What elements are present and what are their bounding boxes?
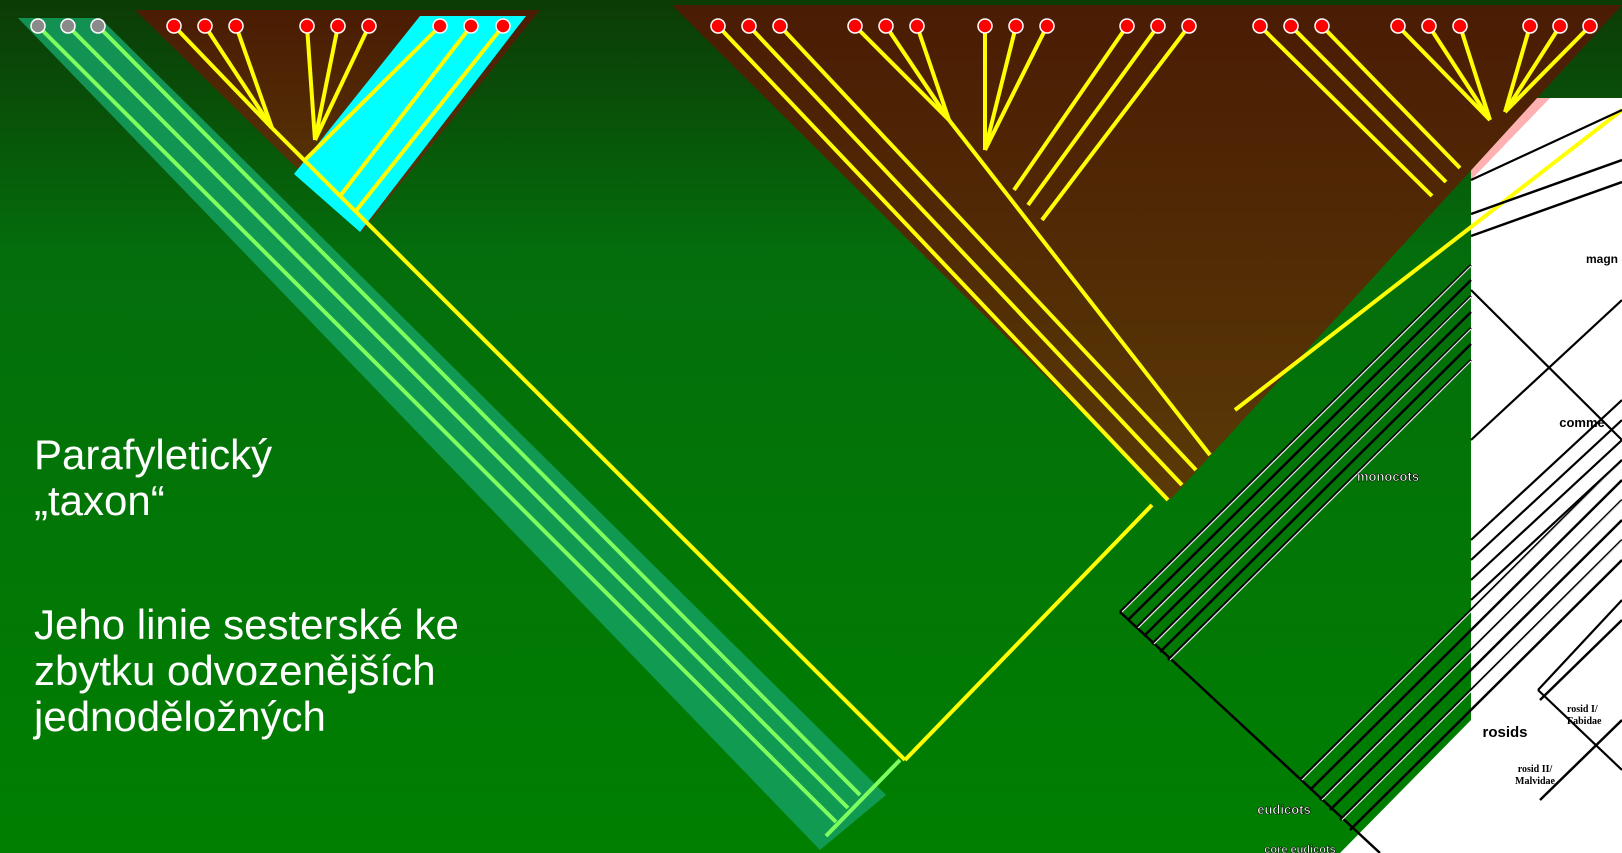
label-eudicots: eudicots — [1257, 802, 1310, 817]
caption-2-line-2: zbytku odvozenějších — [34, 648, 459, 694]
caption-2-line-1: Jeho linie sesterské ke — [34, 602, 459, 648]
sister-lineage-caption: Jeho linie sesterské ke zbytku odvozeněj… — [34, 602, 459, 740]
caption-1-line-1: Parafyletický — [34, 432, 272, 478]
label-commelinids: comme — [1559, 415, 1605, 430]
caption-1-line-2: „taxon“ — [34, 478, 272, 524]
label-rosid-2b: Malvidae — [1515, 776, 1556, 787]
paraphyletic-caption: Parafyletický „taxon“ — [34, 432, 272, 524]
label-core-eudicots: core eudicots — [1264, 844, 1336, 853]
caption-2-line-3: jednoděložných — [34, 694, 459, 740]
label-rosid-1: rosid I/ — [1567, 704, 1598, 715]
label-rosid-1b: Fabidae — [1567, 716, 1602, 727]
label-rosid-2: rosid II/ — [1518, 764, 1553, 775]
label-monocots: monocots — [1357, 469, 1419, 484]
leaf-nodes-grey — [31, 19, 105, 33]
label-rosids: rosids — [1482, 724, 1527, 741]
label-magnoliids: magn — [1586, 252, 1618, 266]
